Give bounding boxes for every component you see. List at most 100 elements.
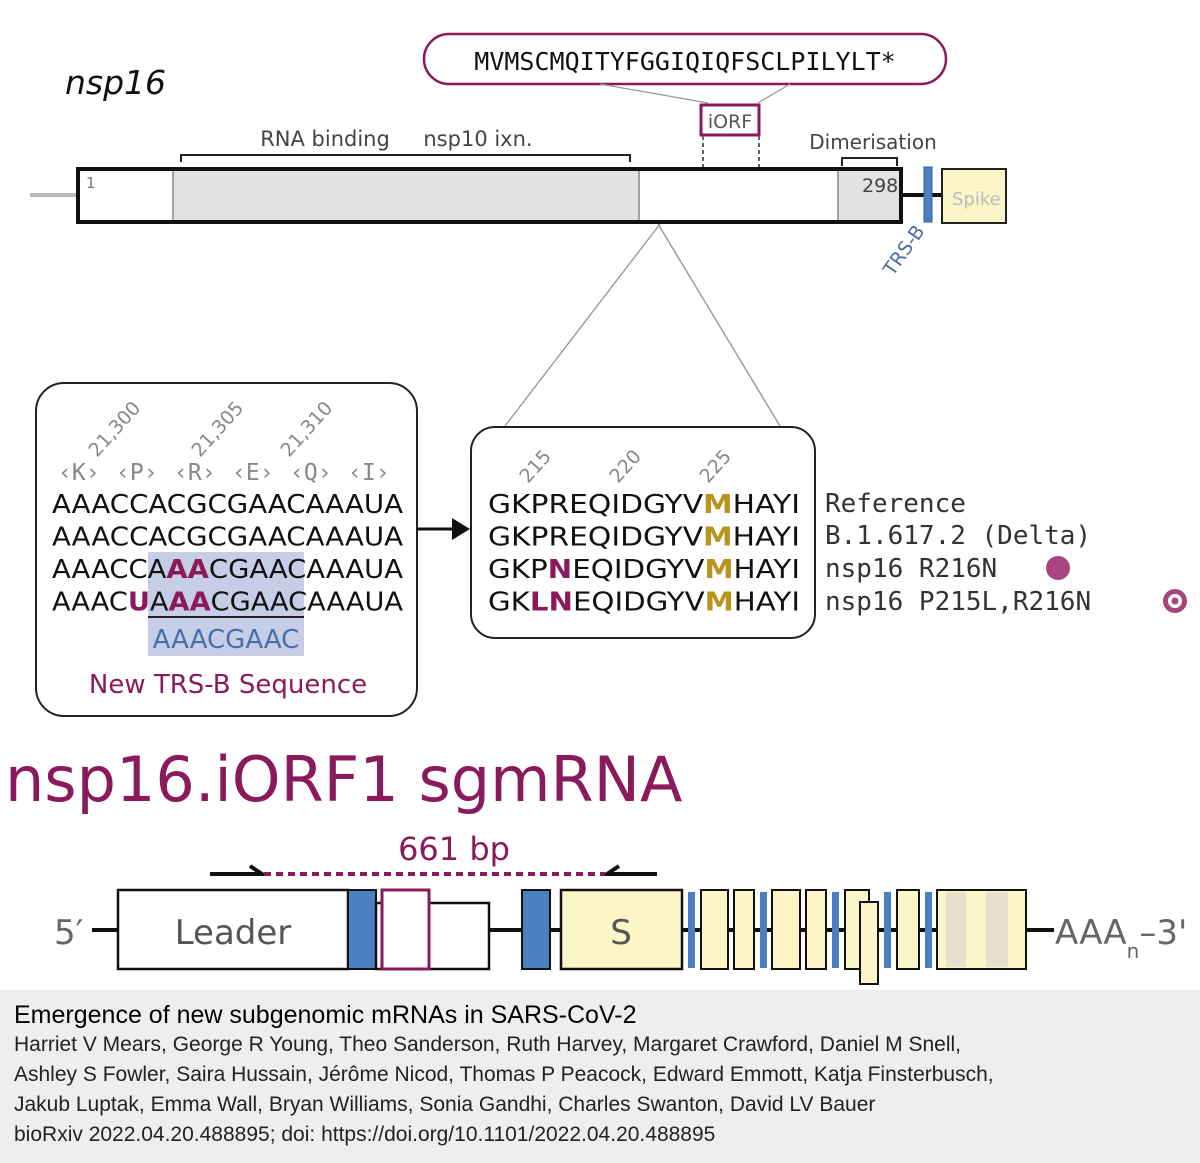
sequence-segment: AAACCACGCGAACAAAUA	[52, 523, 403, 553]
amino-acid-panel	[470, 426, 816, 639]
trs-sequence: AAACGAAC	[153, 625, 300, 655]
orf-box	[859, 901, 879, 985]
codon-label: ‹E›	[232, 460, 274, 486]
forward-primer	[210, 864, 269, 876]
citation-authors: Harriet V Mears, George R Young, Theo Sa…	[14, 1033, 961, 1056]
sequence-segment: GK	[488, 588, 531, 618]
citation-title: Emergence of new subgenomic mRNAs in SAR…	[14, 1001, 637, 1029]
sequence-segment: M	[703, 523, 733, 553]
s-gene-label: S	[610, 913, 632, 953]
peptide-sequence: MVMSCMQITYFGGIQIQFSCLPILYLT*	[474, 47, 895, 76]
downstream-orfs	[688, 889, 1027, 985]
sgmrna-title: nsp16.iORF1 sgmRNA	[5, 743, 682, 816]
panel-arrow-head	[452, 518, 470, 540]
gene-label: nsp16	[65, 63, 166, 102]
iorf-box	[699, 103, 761, 137]
bubble-connector-left	[599, 83, 709, 104]
three-prime-label: –3'	[1139, 913, 1187, 953]
codon-label: ‹I›	[348, 460, 390, 486]
codon-label: ‹P›	[116, 460, 158, 486]
variant-label: Reference	[825, 489, 966, 519]
trs-highlight	[148, 552, 304, 626]
orf-trs-block	[521, 889, 551, 970]
trs-caption: New TRS-B Sequence	[89, 670, 367, 700]
end-position: 298	[862, 175, 898, 197]
codon-label: ‹K›	[58, 460, 100, 486]
iorf1-box	[380, 888, 431, 971]
variant-dot-ring-center	[1171, 597, 1179, 605]
sequence-segment: EQIDGYV	[572, 555, 704, 585]
variant-label: nsp16 R216N	[825, 554, 997, 584]
sequence-segment: GKP	[488, 555, 548, 585]
sequence-segment: HAYI	[734, 555, 800, 585]
sequence-segment: AA	[169, 588, 211, 618]
sequence-segment: LN	[530, 588, 573, 618]
n-gene-stripe	[946, 892, 966, 967]
sequence-row: AAACCACGCGAACAAAUA	[52, 523, 403, 553]
leader-label: Leader	[175, 913, 292, 953]
codon-label: ‹R›	[174, 460, 216, 486]
reverse-primer	[600, 864, 657, 876]
sequence-segment: GKPREQIDGYV	[488, 490, 703, 520]
zoom-line-left	[504, 223, 661, 427]
s-gene-box	[559, 888, 684, 971]
codon-label: ‹Q›	[290, 460, 332, 486]
sequence-segment: M	[705, 588, 734, 618]
trs-b-label: TRS-B	[879, 221, 930, 280]
variant-label: B.1.617.2 (Delta)	[825, 521, 1091, 551]
variant-labels: Reference B.1.617.2 (Delta) nsp16 R216N …	[825, 489, 1091, 617]
variant-dot-solid	[1046, 556, 1070, 580]
leader-trs-block	[347, 889, 377, 970]
sequence-segment: HAYI	[733, 523, 800, 553]
poly-a-tail: AAAn–3'	[1055, 913, 1187, 963]
trs-marker	[832, 892, 839, 968]
orf-box	[733, 889, 755, 970]
nucleotide-alignment: AAACCACGCGAACAAAUAAAACCACGCGAACAAAUAAAAC…	[52, 490, 403, 618]
sequence-segment: CGAACAAAUA	[209, 555, 403, 585]
spike-box	[941, 168, 1007, 224]
orf-box	[771, 889, 801, 970]
sequence-segment: HAYI	[734, 588, 800, 618]
sequence-segment: U	[128, 588, 150, 618]
sequence-segment: A	[150, 588, 169, 618]
trs-marker	[925, 892, 932, 968]
sequence-segment: AAACCACGCGAACAAAUA	[52, 490, 403, 520]
sequence-segment: AAAC	[52, 588, 128, 618]
citation-authors: Ashley S Fowler, Saira Hussain, Jérôme N…	[14, 1063, 994, 1086]
trs-marker	[884, 892, 891, 968]
orf-box	[896, 889, 920, 970]
orf-box	[700, 889, 729, 970]
sequence-segment: N	[548, 555, 573, 585]
trs-marker	[760, 892, 767, 968]
dimerisation-bracket	[841, 157, 898, 166]
figure: nsp16 MVMSCMQITYFGGIQIQFSCLPILYLT* iORF …	[5, 32, 1187, 985]
citation-reference: bioRxiv 2022.04.20.488895; doi: https://…	[14, 1123, 716, 1146]
iorf-label: iORF	[708, 111, 752, 133]
nsp10-interaction-label: nsp10 ixn.	[423, 127, 532, 151]
sequence-segment: M	[703, 490, 733, 520]
citation-authors: Jakub Luptak, Emma Wall, Bryan Williams,…	[14, 1093, 876, 1116]
peptide-bubble	[422, 32, 948, 86]
sequence-segment: CGAACAAAUA	[211, 588, 404, 618]
poly-a-subscript: n	[1127, 939, 1140, 963]
dimerisation-label: Dimerisation	[809, 130, 937, 154]
sequence-segment: EQIDGYV	[573, 588, 705, 618]
sequence-segment: GKPREQIDGYV	[488, 523, 703, 553]
spike-label: Spike	[952, 189, 1001, 210]
trs-marker	[688, 892, 695, 968]
rna-binding-label: RNA binding	[260, 127, 390, 151]
sequence-segment: HAYI	[733, 490, 800, 520]
n-gene-stripe	[986, 892, 1008, 967]
sequence-row: AAACCACGCGAACAAAUA	[52, 490, 403, 520]
orf-box	[805, 889, 827, 970]
nucleotide-panel	[35, 382, 418, 717]
start-position: 1	[86, 174, 96, 192]
trs-b-marker	[923, 166, 933, 223]
